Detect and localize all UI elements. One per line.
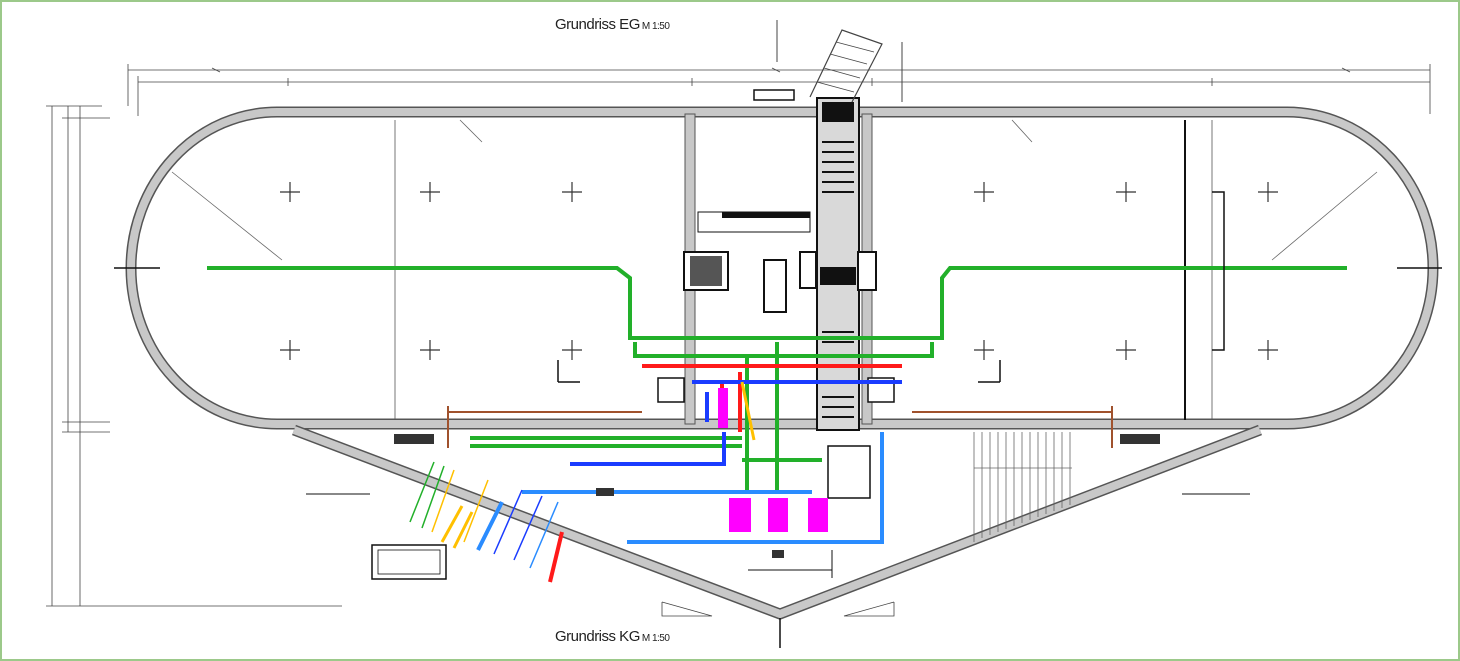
column-markers (280, 182, 1278, 360)
fittings (394, 434, 1160, 558)
magenta-tanks (718, 388, 828, 532)
central-shaft (753, 20, 903, 431)
brown-pipes (447, 406, 1113, 448)
equipment-blocks (371, 211, 895, 580)
building-walls (125, 106, 1439, 620)
section-axis (114, 191, 1442, 648)
left-dimension-lines (46, 105, 342, 607)
scale-markers (661, 601, 895, 617)
top-title-scale: M 1:50 (641, 21, 670, 32)
blue-pipe-network (570, 380, 902, 466)
top-title-text: Grundriss EG (555, 16, 640, 33)
diagonal-pipe-bundle (409, 461, 559, 569)
top-dimension-lines (127, 64, 1431, 116)
bottom-title-text: Grundriss KG (555, 628, 640, 645)
lower-stair (973, 432, 1072, 542)
light-blue-pipe-network (476, 432, 884, 551)
bottom-title-scale: M 1:50 (641, 633, 670, 644)
yellow-pipes (440, 381, 756, 549)
